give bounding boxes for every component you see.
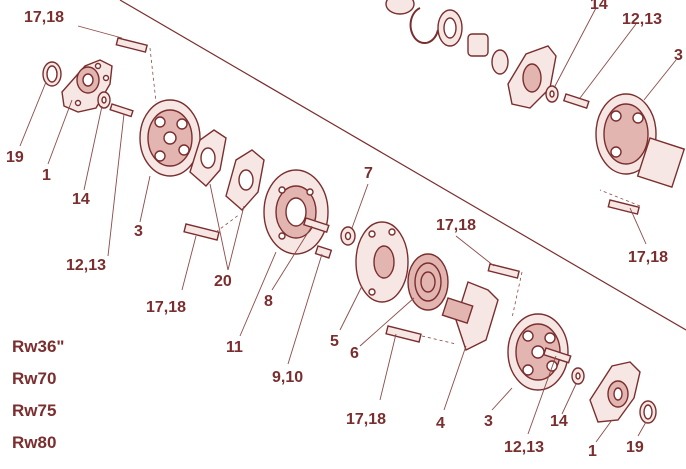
bolt-17-18-top-right [607, 199, 640, 215]
bolt-17-18-bottom [385, 325, 422, 343]
callout-3-bottom: 3 [484, 413, 493, 430]
callout-17-18-top-left: 17,18 [24, 9, 65, 26]
callout-20: 20 [214, 273, 232, 290]
callout-17-18-top-right: 17,18 [628, 249, 669, 266]
callout-1-top-left: 1 [42, 167, 51, 184]
model-label-rw80: Rw80 [12, 433, 57, 452]
callout-12-13-bottom: 12,13 [504, 439, 545, 456]
callout-17-18-left: 17,18 [146, 299, 187, 316]
callout-7: 7 [364, 165, 373, 182]
model-label-rw75: Rw75 [12, 401, 57, 420]
bolt-17-18-top [115, 37, 148, 53]
bolt-12-13 [109, 103, 134, 118]
callout-5: 5 [330, 333, 339, 350]
bolt-17-18-mid [487, 263, 520, 279]
callout-8: 8 [264, 293, 273, 310]
stud-9-10 [314, 245, 333, 259]
screw-8 [302, 217, 330, 233]
bolt-17-18-left [183, 223, 220, 241]
bolt-12-13-lower [542, 347, 572, 364]
callout-1-bottom: 1 [588, 443, 597, 460]
callout-4: 4 [436, 415, 445, 432]
callout-12-13-top-left: 12,13 [66, 257, 107, 274]
spline-shaft-top [636, 137, 686, 189]
callout-17-18-bottom: 17,18 [346, 411, 387, 428]
callout-9-10: 9,10 [272, 369, 304, 386]
callout-3-top-right: 3 [674, 47, 683, 64]
bushing-top [467, 33, 489, 57]
oring-top [491, 49, 509, 75]
callout-3-top-left: 3 [134, 223, 143, 240]
section-divider-line [119, 0, 686, 331]
callout-14-top-left: 14 [72, 191, 90, 208]
model-label-rw36: Rw36" [12, 337, 65, 356]
callout-17-18-mid: 17,18 [436, 217, 477, 234]
callout-11: 11 [226, 339, 243, 356]
callout-19-bottom: 19 [626, 439, 644, 456]
spline-flange-4 [455, 281, 499, 351]
bolt-12-13-top [562, 93, 590, 109]
callout-14-bottom: 14 [550, 413, 568, 430]
snap-ring-top [409, 7, 439, 44]
bearing-top [385, 0, 415, 15]
callout-19-top-left: 19 [6, 149, 24, 166]
model-label-rw70: Rw70 [12, 369, 57, 388]
spring-6 [407, 253, 449, 311]
callout-6: 6 [350, 345, 359, 362]
callout-12-13-top-right: 12,13 [622, 11, 663, 28]
callout-14-top-right: 14 [590, 0, 608, 13]
